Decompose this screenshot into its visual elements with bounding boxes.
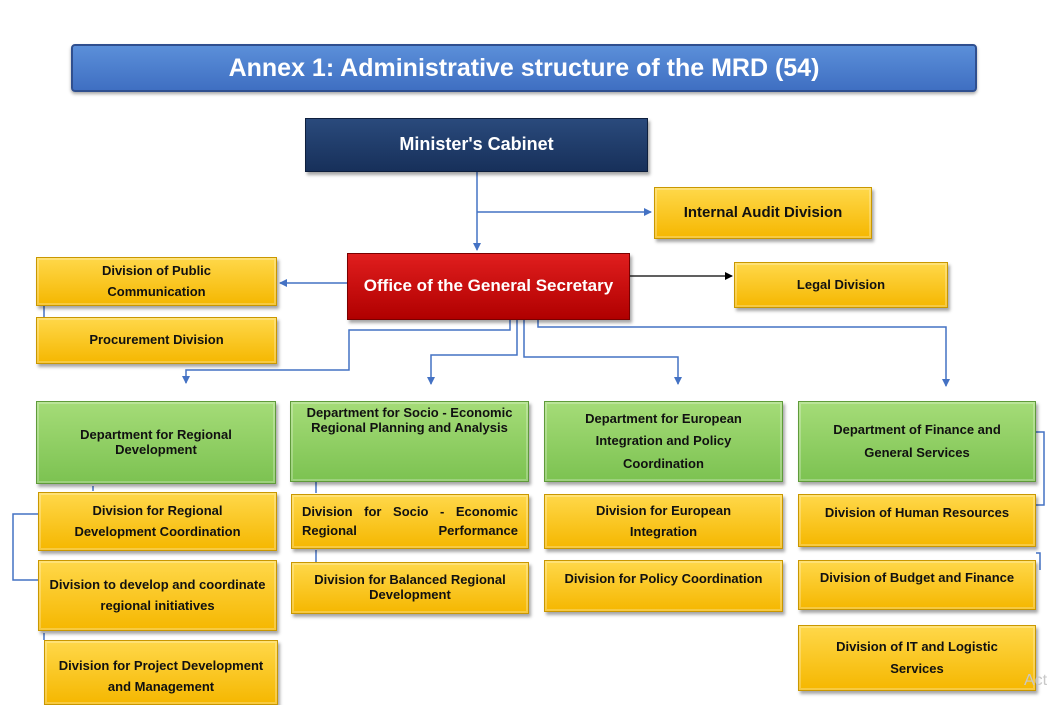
connector-secretary-dept2 bbox=[427, 310, 518, 385]
node-dept-european-integration: Department for European Integration and … bbox=[544, 401, 783, 482]
node-div-budget-finance: Division of Budget and Finance bbox=[798, 560, 1036, 610]
node-div-project-development: Division for Project Development and Man… bbox=[44, 640, 278, 705]
node-general-secretary: Office of the General Secretary bbox=[347, 253, 630, 320]
connector-dept4-bracket bbox=[1036, 431, 1045, 506]
node-div-european-integration: Division for European Integration bbox=[544, 494, 783, 549]
connector-dept1-bracket bbox=[12, 513, 40, 581]
connector-secretary-dept3 bbox=[523, 310, 682, 385]
node-dept-regional-development: Department for Regional Development bbox=[36, 401, 276, 484]
node-div-regional-initiatives: Division to develop and coordinate regio… bbox=[38, 560, 277, 631]
node-legal-division: Legal Division bbox=[734, 262, 948, 308]
node-div-it-logistic: Division of IT and Logistic Services bbox=[798, 625, 1036, 691]
node-public-communication: Division of Public Communication bbox=[36, 257, 277, 306]
connector-dept4-budget bbox=[1036, 552, 1041, 570]
node-dept-socio-economic: Department for Socio - Economic Regional… bbox=[290, 401, 529, 482]
node-dept-finance-general: Department of Finance and General Servic… bbox=[798, 401, 1036, 482]
node-div-regional-dev-coordination: Division for Regional Development Coordi… bbox=[38, 492, 277, 551]
page-title: Annex 1: Administrative structure of the… bbox=[71, 44, 977, 92]
watermark-text: Act bbox=[1024, 672, 1048, 689]
node-div-socio-economic-performance: Division for Socio - Economic Regional P… bbox=[291, 494, 529, 549]
node-div-balanced-development: Division for Balanced Regional Developme… bbox=[291, 562, 529, 614]
node-div-human-resources: Division of Human Resources bbox=[798, 494, 1036, 547]
node-div-policy-coordination: Division for Policy Coordination bbox=[544, 560, 783, 612]
node-ministers-cabinet: Minister's Cabinet bbox=[305, 118, 648, 172]
node-procurement: Procurement Division bbox=[36, 317, 277, 364]
connector-secretary-dept4 bbox=[537, 310, 950, 387]
node-internal-audit: Internal Audit Division bbox=[654, 187, 872, 239]
connector-secretary-dept1 bbox=[182, 310, 511, 384]
